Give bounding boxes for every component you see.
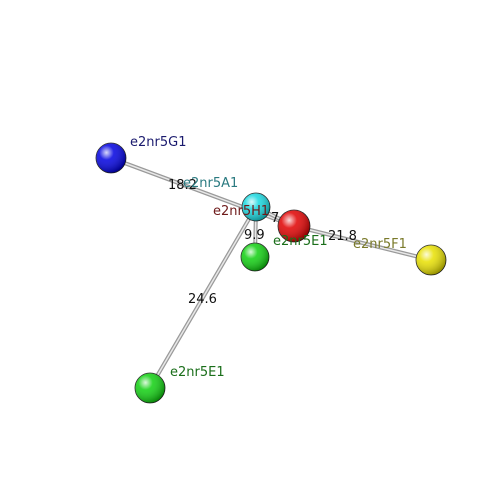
- edge-distance-label: 21.8: [328, 229, 357, 244]
- node-shading: [96, 143, 126, 173]
- node-label-G1: e2nr5G1: [130, 135, 186, 150]
- node-label-A1: e2nr5A1: [183, 176, 238, 191]
- edge-distance-label: 9.9: [244, 228, 265, 243]
- edge-highlight: [149, 206, 257, 389]
- node-shading: [242, 193, 270, 221]
- edge-distance-label: 24.6: [188, 292, 217, 307]
- node-shading: [241, 243, 269, 271]
- node-label-E1a: e2nr5E1: [273, 234, 328, 249]
- node-shading: [135, 373, 165, 403]
- node-label-H1: e2nr5H1: [213, 204, 269, 219]
- edge-highlight: [293, 225, 432, 261]
- node-label-F1: e2nr5F1: [353, 237, 407, 252]
- node-shading: [416, 245, 446, 275]
- node-shading: [278, 210, 310, 242]
- node-label-E1b: e2nr5E1: [170, 365, 225, 380]
- edge-distance-label: 18.2: [168, 178, 197, 193]
